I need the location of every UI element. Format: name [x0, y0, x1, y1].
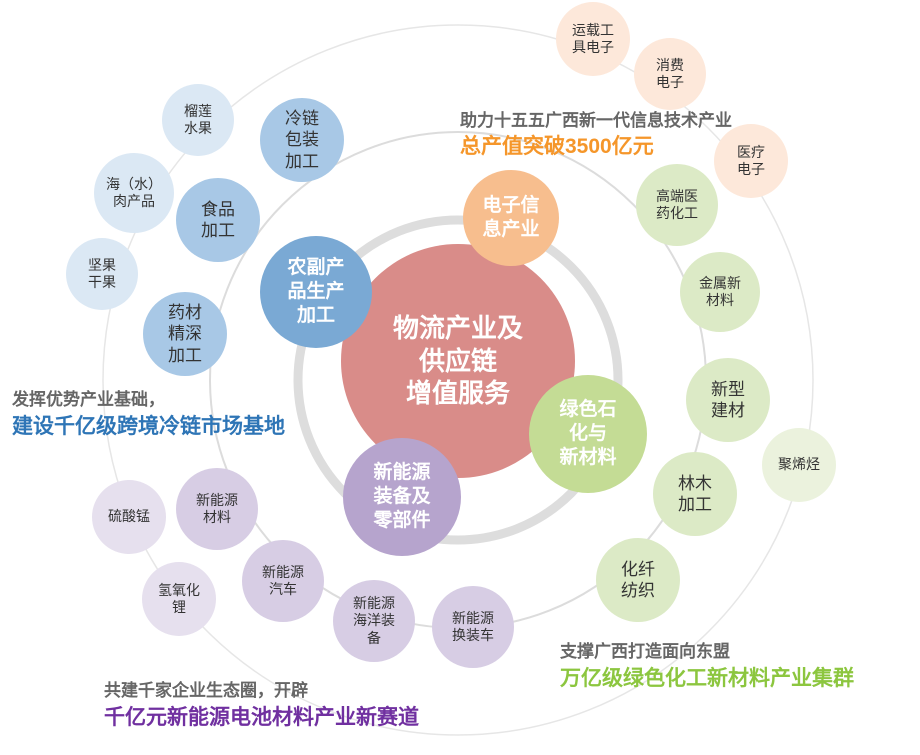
center-logistics-node: 物流产业及 供应链 增值服务 — [341, 244, 575, 478]
electronics-sector-node: 电子信 息产业 — [463, 170, 559, 266]
ne-vehicle-node: 新能源 汽车 — [242, 540, 324, 622]
transport-electronics-label: 运载工 具电子 — [572, 21, 614, 56]
durian-fruit-label: 榴莲 水果 — [184, 102, 212, 137]
cold-chain-packaging-node: 冷链 包装 加工 — [260, 98, 344, 182]
manganese-sulfate-node: 硫酸锰 — [92, 480, 166, 554]
ne-marine-label: 新能源 海洋装 备 — [353, 594, 395, 646]
lithium-hydroxide-label: 氢氧化 锂 — [158, 581, 200, 616]
energy-sector-label: 新能源 装备及 零部件 — [373, 462, 431, 531]
medical-electronics-node: 医疗 电子 — [714, 124, 788, 198]
pharma-chem-node: 高端医 药化工 — [636, 164, 718, 246]
ne-marine-node: 新能源 海洋装 备 — [333, 580, 415, 662]
agri-caption-line1: 发挥优势产业基础， — [12, 390, 165, 409]
green-sector-node: 绿色石 化与 新材料 — [529, 375, 647, 493]
consumer-electronics-label: 消费 电子 — [656, 56, 684, 91]
cold-chain-packaging-label: 冷链 包装 加工 — [285, 109, 319, 171]
transport-electronics-node: 运载工 具电子 — [556, 2, 630, 76]
chemical-fiber-node: 化纤 纺织 — [596, 538, 680, 622]
seafood-meat-label: 海（水） 肉产品 — [106, 175, 162, 210]
herb-processing-label: 药材 精深 加工 — [168, 303, 202, 365]
polyolefin-label: 聚烯烃 — [778, 456, 820, 473]
ne-swap-vehicle-node: 新能源 换装车 — [432, 586, 514, 668]
chemical-fiber-label: 化纤 纺织 — [621, 559, 655, 600]
agri-caption-line2: 建设千亿级跨境冷链市场基地 — [12, 415, 285, 438]
nuts-node: 坚果 干果 — [66, 238, 138, 310]
green-caption-line2: 万亿级绿色化工新材料产业集群 — [560, 667, 854, 690]
building-material-label: 新型 建材 — [711, 379, 745, 420]
electronics-sector-label: 电子信 息产业 — [482, 195, 540, 240]
green-caption-line1: 支撑广西打造面向东盟 — [560, 642, 730, 661]
seafood-meat-node: 海（水） 肉产品 — [94, 153, 174, 233]
ne-vehicle-label: 新能源 汽车 — [262, 563, 304, 598]
ne-material-label: 新能源 材料 — [196, 491, 238, 526]
energy-sector-node: 新能源 装备及 零部件 — [343, 438, 461, 556]
electronics-caption-line1: 助力十五五广西新一代信息技术产业 — [460, 111, 732, 130]
inner-ring — [293, 215, 623, 545]
energy-caption-line1: 共建千家企业生态圈，开辟 — [104, 681, 308, 700]
forestry-node: 林木 加工 — [653, 452, 737, 536]
consumer-electronics-node: 消费 电子 — [634, 38, 706, 110]
food-processing-label: 食品 加工 — [201, 199, 235, 240]
energy-caption-line2: 千亿元新能源电池材料产业新赛道 — [104, 706, 419, 729]
medical-electronics-label: 医疗 电子 — [737, 143, 765, 178]
outer-ring — [102, 24, 814, 736]
food-processing-node: 食品 加工 — [176, 178, 260, 262]
ne-material-node: 新能源 材料 — [176, 468, 258, 550]
green-sector-label: 绿色石 化与 新材料 — [559, 399, 617, 468]
building-material-node: 新型 建材 — [686, 358, 770, 442]
nuts-label: 坚果 干果 — [88, 256, 116, 291]
polyolefin-node: 聚烯烃 — [762, 428, 836, 502]
metal-material-node: 金属新 材料 — [680, 252, 760, 332]
agri-sector-label: 农副产 品生产 加工 — [287, 257, 345, 326]
herb-processing-node: 药材 精深 加工 — [143, 292, 227, 376]
lithium-hydroxide-node: 氢氧化 锂 — [142, 562, 216, 636]
center-label: 物流产业及 供应链 增值服务 — [392, 313, 523, 409]
pharma-chem-label: 高端医 药化工 — [656, 187, 698, 222]
agri-sector-node: 农副产 品生产 加工 — [260, 236, 372, 348]
ne-swap-vehicle-label: 新能源 换装车 — [452, 609, 494, 644]
manganese-sulfate-label: 硫酸锰 — [108, 508, 150, 525]
metal-material-label: 金属新 材料 — [699, 274, 741, 309]
durian-fruit-node: 榴莲 水果 — [162, 84, 234, 156]
forestry-label: 林木 加工 — [678, 473, 712, 514]
electronics-caption-line2: 总产值突破3500亿元 — [460, 135, 654, 158]
